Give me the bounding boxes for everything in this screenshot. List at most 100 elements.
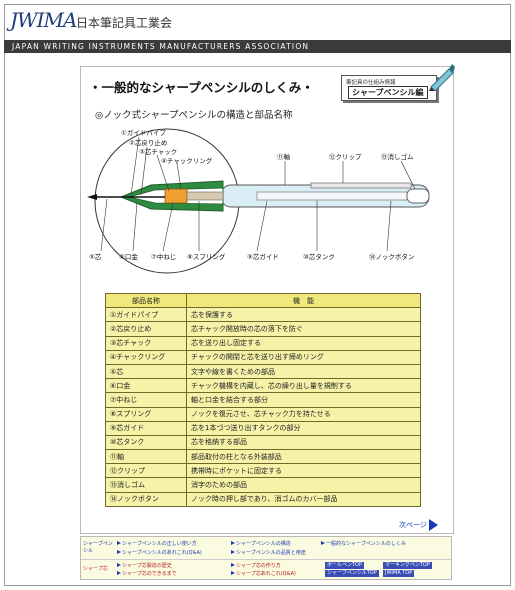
diagram-label: ⑬消しゴム bbox=[381, 152, 414, 161]
footer-link-label: シャープ芯製造の歴史 bbox=[122, 563, 172, 569]
table-row: ⑩芯タンク芯を格納する部品 bbox=[105, 434, 421, 451]
lead-tip bbox=[87, 194, 97, 200]
diagram-label: ①ガイドパイプ bbox=[121, 128, 166, 137]
footer-link-label: シャープペンシルの正しい使い方 bbox=[122, 541, 197, 547]
arrow-right-icon bbox=[321, 541, 325, 545]
part-function: 携帯時にポケットに固定する bbox=[186, 463, 421, 479]
part-name: ⑩芯タンク bbox=[105, 434, 187, 451]
part-function: 消字のための部品 bbox=[186, 477, 421, 493]
arrow-right-icon bbox=[428, 519, 438, 531]
footer-link[interactable]: 一般的なシャープペンシルのしくみ bbox=[321, 540, 406, 547]
arrow-right-icon bbox=[117, 550, 121, 554]
site-logo[interactable]: JWIMA 日本筆記具工業会 bbox=[10, 8, 330, 36]
table-row: ⑭ノックボタンノック時の押し部であり、消ゴムのカバー部品 bbox=[105, 491, 421, 507]
diagram-label: ⑤芯 bbox=[89, 252, 102, 261]
diagram-label: ⑧スプリング bbox=[187, 252, 226, 261]
footer-link-label: シャープペンシルの構造 bbox=[236, 541, 291, 547]
chuck bbox=[164, 188, 188, 204]
logo-mark: JWIMA bbox=[10, 8, 77, 32]
diagram-label: ⑨芯ガイド bbox=[247, 252, 279, 261]
footer-link-label: 一般的なシャープペンシルのしくみ bbox=[326, 541, 406, 547]
part-name: ②芯戻り止め bbox=[105, 321, 187, 337]
association-banner: JAPAN WRITING INSTRUMENTS MANUFACTURERS … bbox=[4, 40, 511, 53]
table-row: ⑬消しゴム消字のための部品 bbox=[105, 477, 421, 493]
arrow-right-icon bbox=[117, 563, 121, 567]
footer-link[interactable]: シャープペンシルの構造 bbox=[231, 540, 291, 547]
footer-row-lead: シャープ芯 シャープ芯製造の歴史 シャープ芯の作り方 シャープ芯のできるまで シ… bbox=[81, 559, 451, 579]
part-function: 芯チャック開放時の芯の落下を防ぐ bbox=[186, 321, 421, 337]
part-name: ⑧スプリング bbox=[105, 406, 187, 422]
footer-link[interactable]: シャープ芯の作り方 bbox=[231, 562, 281, 569]
footer-link[interactable]: シャープ芯のできるまで bbox=[117, 570, 177, 577]
next-page-label: 次ページ bbox=[399, 521, 427, 529]
pencil-icon bbox=[429, 64, 455, 91]
main-content: ・一般的なシャープペンシルのしくみ・ 筆記具の仕組み情報 シャープペンシル編 ◎… bbox=[80, 64, 455, 534]
table-row: ⑪軸部品取付の柱となる外装部品 bbox=[105, 449, 421, 465]
part-name: ⑫クリップ bbox=[105, 463, 187, 479]
footer-button[interactable]: マーキングペンTOP bbox=[383, 562, 432, 569]
part-name: ⑦中ねじ bbox=[105, 392, 187, 408]
table-row: ⑧スプリングノックを復元させ、芯チャック力を持たせる bbox=[105, 406, 421, 422]
diagram-label: ②芯戻り止め bbox=[129, 138, 167, 147]
table-header: 部品名称 bbox=[105, 292, 187, 309]
arrow-right-icon bbox=[231, 550, 235, 554]
footer-link[interactable]: シャープペンシルの品質と用途 bbox=[231, 549, 306, 556]
footer-section-head: シャープ芯 bbox=[83, 566, 108, 572]
arrow-right-icon bbox=[231, 563, 235, 567]
part-function: 軸と口金を結合する部分 bbox=[186, 392, 421, 408]
footer-link[interactable]: シャープ芯製造の歴史 bbox=[117, 562, 172, 569]
diagram-label: ④チャックリング bbox=[161, 156, 213, 165]
section-badge: 筆記具の仕組み情報 シャープペンシル編 bbox=[341, 75, 437, 101]
eraser bbox=[406, 188, 430, 204]
footer-button[interactable]: ボールペンTOP bbox=[325, 562, 365, 569]
diagram-label: ③芯チャック bbox=[139, 147, 177, 156]
table-row: ⑦中ねじ軸と口金を結合する部分 bbox=[105, 392, 421, 408]
table-row: ⑨芯ガイド芯を1本づつ送り出すタンクの部分 bbox=[105, 420, 421, 436]
part-function: チャックの開閉と芯を送り出す締めリング bbox=[186, 349, 421, 365]
footer-link[interactable]: シャープ芯あれこれ(Q&A) bbox=[231, 570, 296, 577]
part-function: 部品取付の柱となる外装部品 bbox=[186, 449, 421, 465]
part-name: ⑤芯 bbox=[105, 363, 187, 380]
next-page-link[interactable]: 次ページ bbox=[399, 519, 438, 531]
part-function: ノックを復元させ、芯チャック力を持たせる bbox=[186, 406, 421, 422]
part-function: 芯を送り出し固定する bbox=[186, 335, 421, 351]
footer-link[interactable]: シャープペンシルの正しい使い方 bbox=[117, 540, 197, 547]
table-header: 機 能 bbox=[186, 292, 421, 309]
page-title: ・一般的なシャープペンシルのしくみ・ bbox=[89, 80, 314, 95]
part-function: チャック機構を内蔵し、芯の繰り出し量を規制する bbox=[186, 378, 421, 394]
footer-link-label: シャープペンシルのあれこれ(Q&A) bbox=[122, 550, 202, 556]
part-name: ⑨芯ガイド bbox=[105, 420, 187, 436]
logo-japanese-name: 日本筆記具工業会 bbox=[76, 16, 173, 30]
arrow-right-icon bbox=[231, 571, 235, 575]
footer-link-label: シャープ芯あれこれ(Q&A) bbox=[236, 571, 296, 577]
footer-link[interactable]: シャープペンシルのあれこれ(Q&A) bbox=[117, 549, 202, 556]
arrow-right-icon bbox=[117, 541, 121, 545]
diagram-label: ⑥口金 bbox=[119, 252, 138, 261]
spring bbox=[186, 191, 224, 201]
part-name: ⑥口金 bbox=[105, 378, 187, 394]
diagram-label: ⑪軸 bbox=[277, 152, 291, 161]
diagram-label: ⑩芯タンク bbox=[303, 252, 335, 261]
footer-section-head: シャープペンシル bbox=[83, 541, 113, 554]
footer-button[interactable]: JWIMA TOP bbox=[383, 570, 415, 577]
part-function: 文字や線を書くための部品 bbox=[186, 363, 421, 380]
parts-table: 部品名称 機 能 ①ガイドパイプ芯を保護する ②芯戻り止め芯チャック開放時の芯の… bbox=[105, 292, 421, 507]
diagram-label: ⑦中ねじ bbox=[151, 252, 176, 261]
part-function: 芯を1本づつ送り出すタンクの部分 bbox=[186, 420, 421, 436]
diagram-label: ⑫クリップ bbox=[329, 153, 362, 161]
title-row: ・一般的なシャープペンシルのしくみ・ 筆記具の仕組み情報 シャープペンシル編 bbox=[89, 64, 455, 101]
footer-link-label: シャープ芯のできるまで bbox=[122, 571, 177, 577]
footer-button[interactable]: シャープペンシルTOP bbox=[325, 570, 379, 577]
table-row: ③芯チャック芯を送り出し固定する bbox=[105, 335, 421, 351]
badge-caption: 筆記具の仕組み情報 bbox=[346, 80, 396, 86]
clip bbox=[310, 182, 412, 189]
badge-label: シャープペンシル編 bbox=[348, 86, 428, 99]
table-row: ⑥口金チャック機構を内蔵し、芯の繰り出し量を規制する bbox=[105, 378, 421, 394]
part-function: 芯を保護する bbox=[186, 307, 421, 323]
table-row: ①ガイドパイプ芯を保護する bbox=[105, 307, 421, 323]
part-name: ③芯チャック bbox=[105, 335, 187, 351]
part-name: ④チャックリング bbox=[105, 349, 187, 365]
section-subtitle: ◎ノック式シャープペンシルの構造と部品名称 bbox=[95, 110, 293, 121]
footer-row-pencil: シャープペンシル シャープペンシルの正しい使い方 シャープペンシルの構造 一般的… bbox=[81, 537, 451, 560]
part-function: 芯を格納する部品 bbox=[186, 434, 421, 451]
